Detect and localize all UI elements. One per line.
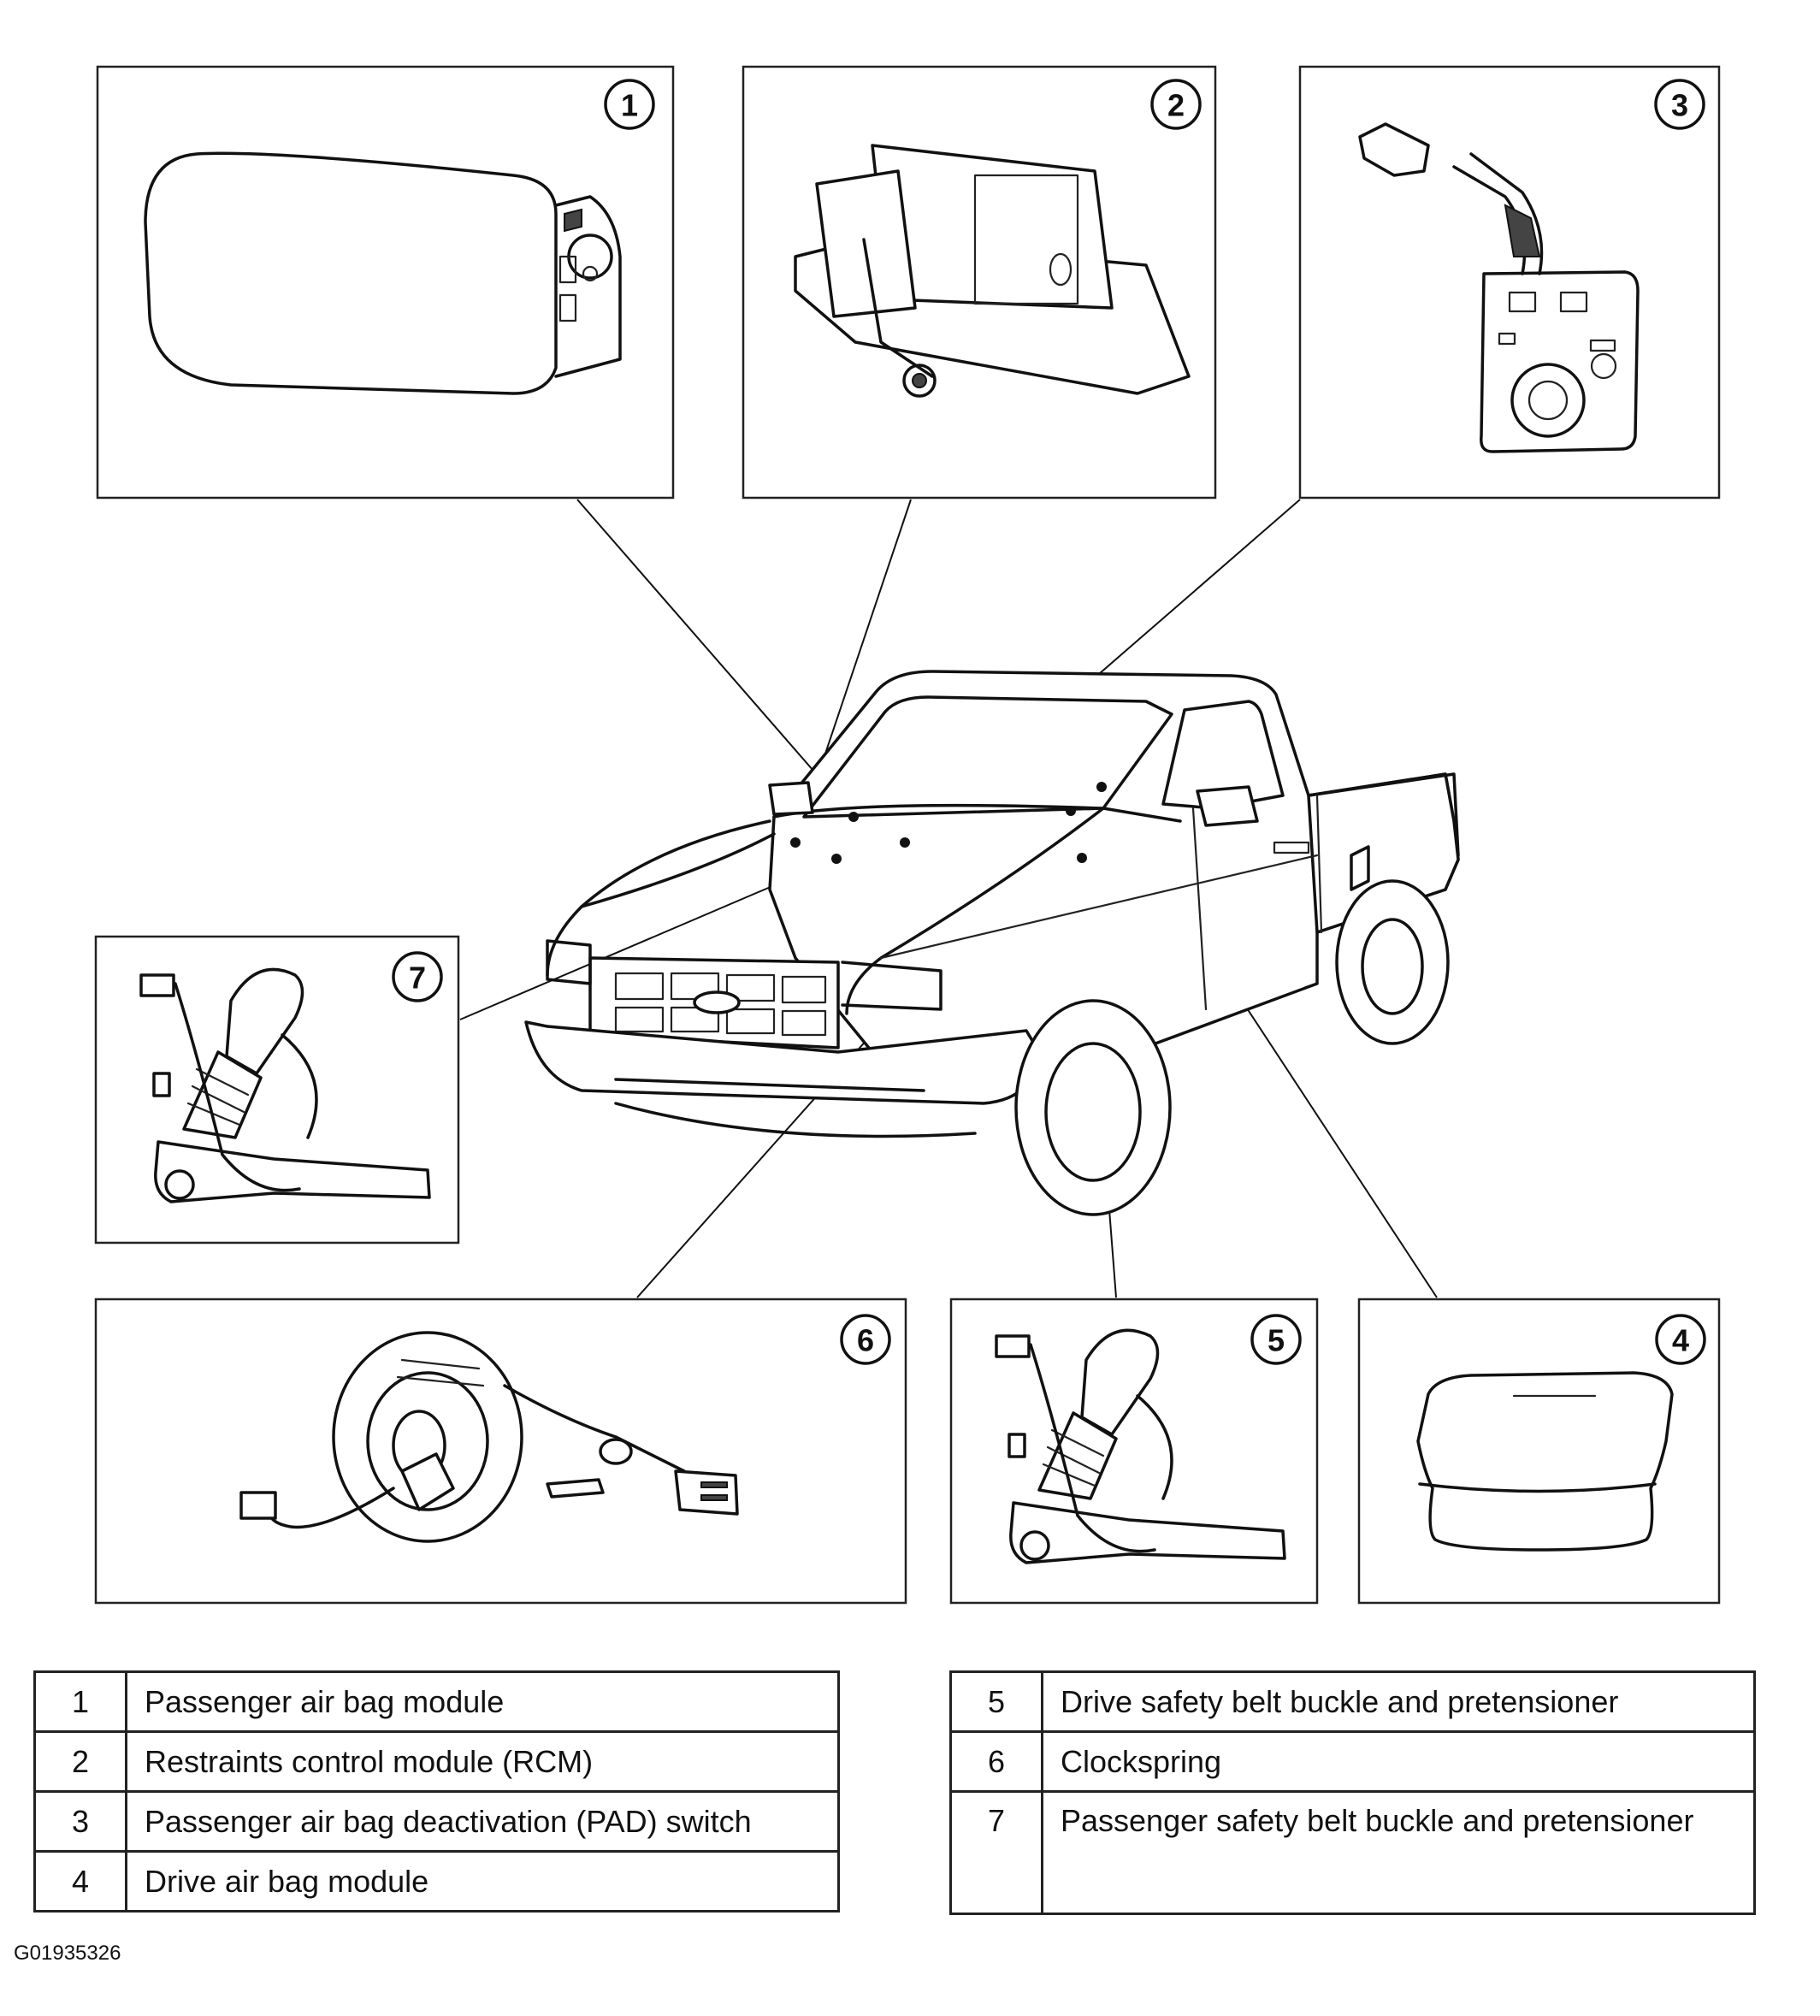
legend-number: 4 [33,1850,127,1913]
callout-4: 4 [1655,1314,1706,1365]
callout-1: 1 [604,79,655,130]
legend-number: 1 [33,1670,127,1733]
callout-3: 3 [1654,79,1705,130]
legend-description: Drive safety belt buckle and pretensione… [1041,1670,1756,1733]
legend-table-left: 1 Passenger air bag module 2 Restraints … [33,1670,840,1913]
panel-5-drive-safety-belt-buckle: 5 [949,1298,1319,1605]
legend-row-1: 1 Passenger air bag module [33,1670,840,1733]
svg-text:1: 1 [621,88,638,123]
legend-number: 7 [949,1790,1043,1915]
callout-2: 2 [1150,79,1202,130]
svg-text:5: 5 [1268,1323,1285,1358]
legend-number: 2 [33,1730,127,1793]
legend-description: Passenger safety belt buckle and pretens… [1041,1790,1756,1915]
legend-row-2: 2 Restraints control module (RCM) [33,1730,840,1793]
legend-description: Clockspring [1041,1730,1756,1793]
callout-5: 5 [1250,1314,1302,1365]
airbag-components-diagram: 1 2 3 [94,65,1721,1605]
legend-row-6: 6 Clockspring [949,1730,1756,1793]
figure-id: G01935326 [14,1942,121,1965]
panel-6-clockspring: 6 [94,1298,907,1605]
panel-4-drive-air-bag-module: 4 [1357,1298,1721,1605]
svg-text:7: 7 [409,961,426,996]
panel-7-passenger-safety-belt-buckle: 7 [94,935,460,1244]
legend-number: 6 [949,1730,1043,1793]
legend-description: Passenger air bag deactivation (PAD) swi… [125,1790,840,1853]
legend-description: Restraints control module (RCM) [125,1730,840,1793]
legend-row-4: 4 Drive air bag module [33,1850,840,1913]
legend-row-3: 3 Passenger air bag deactivation (PAD) s… [33,1790,840,1853]
pickup-truck-illustration [524,670,1460,1216]
legend-table-right: 5 Drive safety belt buckle and pretensio… [949,1670,1756,1915]
svg-text:3: 3 [1671,88,1688,123]
svg-text:4: 4 [1672,1323,1689,1358]
panel-3-pad-switch: 3 [1298,65,1721,500]
legend-description: Drive air bag module [125,1850,840,1913]
panel-2-restraints-control-module: 2 [742,65,1217,500]
leader-dots [790,782,1107,864]
legend-description: Passenger air bag module [125,1670,840,1733]
legend-row-5: 5 Drive safety belt buckle and pretensio… [949,1670,1756,1733]
svg-text:2: 2 [1167,88,1185,123]
legend-number: 3 [33,1790,127,1853]
callout-6: 6 [840,1314,891,1365]
panel-1-passenger-air-bag-module: 1 [96,65,675,500]
svg-text:6: 6 [857,1323,874,1358]
callout-7: 7 [392,951,443,1002]
legend-number: 5 [949,1670,1043,1733]
legend-row-7: 7 Passenger safety belt buckle and prete… [949,1790,1756,1915]
